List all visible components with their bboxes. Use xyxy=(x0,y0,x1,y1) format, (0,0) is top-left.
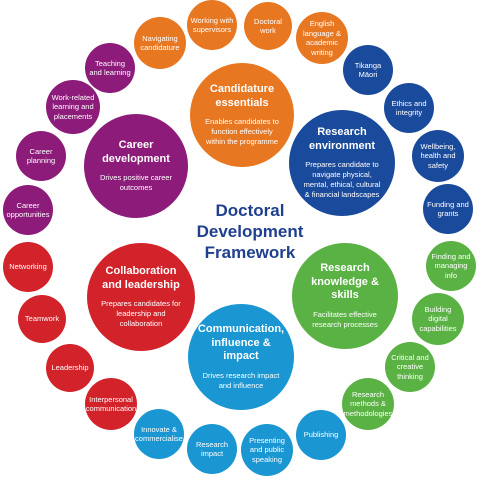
domain-heading: Research environment xyxy=(308,126,375,152)
domain-communication-influence-impact: Communication, influence & impact Drives… xyxy=(188,304,294,410)
item-leadership: Leadership xyxy=(46,344,94,392)
item-networking: Networking xyxy=(3,242,53,292)
item-doctoral-work: Doctoral work xyxy=(244,2,292,50)
domain-career-development: Career development Drives positive caree… xyxy=(84,114,188,218)
title-line-1: Doctoral xyxy=(215,201,285,220)
domain-heading: Collaboration and leadership xyxy=(102,265,180,291)
title-line-2: Development xyxy=(196,222,304,241)
item-tikanga-maori: Tikanga Māori xyxy=(343,45,393,95)
item-building-digital-capabilities: Building digital capabilities xyxy=(412,293,464,345)
item-english-language-academic-writing: English language & academic writing xyxy=(296,12,348,64)
item-career-opportunities: Career opportunities xyxy=(3,185,53,235)
item-teamwork: Teamwork xyxy=(18,295,66,343)
item-publishing: Publishing xyxy=(296,410,346,460)
title-line-3: Framework xyxy=(204,243,296,262)
domain-description: Drives research impact and influence xyxy=(202,370,280,390)
item-research-methods-methodologies: Research methods & methodologies xyxy=(342,378,394,430)
item-ethics-and-integrity: Ethics and integrity xyxy=(384,83,434,133)
item-career-planning: Career planning xyxy=(16,131,66,181)
item-wellbeing-health-safety: Wellbeing, health and safety xyxy=(412,130,464,182)
domain-collaboration-leadership: Collaboration and leadership Prepares ca… xyxy=(87,243,195,351)
item-finding-managing-info: Finding and managing info xyxy=(426,241,476,291)
item-navigating-candidature: Navigating candidature xyxy=(134,17,186,69)
domain-heading: Research knowledge & skills xyxy=(311,262,379,302)
item-working-with-supervisors: Working with supervisors xyxy=(187,0,237,50)
item-research-impact: Research impact xyxy=(187,424,237,474)
diagram-title: Doctoral Development Framework xyxy=(175,200,325,263)
domain-description: Prepares candidates for leadership and c… xyxy=(101,299,181,328)
domain-heading: Career development xyxy=(102,139,170,165)
item-presenting-public-speaking: Presenting and public speaking xyxy=(241,424,293,476)
domain-research-knowledge-skills: Research knowledge & skills Facilitates … xyxy=(292,243,398,349)
domain-description: Enables candidates to function effective… xyxy=(205,117,279,146)
item-critical-creative-thinking: Critical and creative thinking xyxy=(385,342,435,392)
domain-description: Prepares candidate to navigate physical,… xyxy=(303,160,381,199)
item-funding-and-grants: Funding and grants xyxy=(423,184,473,234)
domain-heading: Communication, influence & impact xyxy=(197,323,285,363)
domain-research-environment: Research environment Prepares candidate … xyxy=(289,110,395,216)
domain-description: Drives positive career outcomes xyxy=(99,173,173,192)
item-interpersonal-communication: Interpersonal communication xyxy=(85,378,137,430)
item-teaching-and-learning: Teaching and learning xyxy=(85,43,135,93)
domain-candidature-essentials: Candidature essentials Enables candidate… xyxy=(190,63,294,167)
domain-heading: Candidature essentials xyxy=(209,83,275,109)
item-innovate-commercialise: Innovate & commercialise xyxy=(134,409,184,459)
domain-description: Facilitates effective research processes xyxy=(312,309,378,329)
item-work-related-learning-placements: Work-related learning and placements xyxy=(46,80,100,134)
